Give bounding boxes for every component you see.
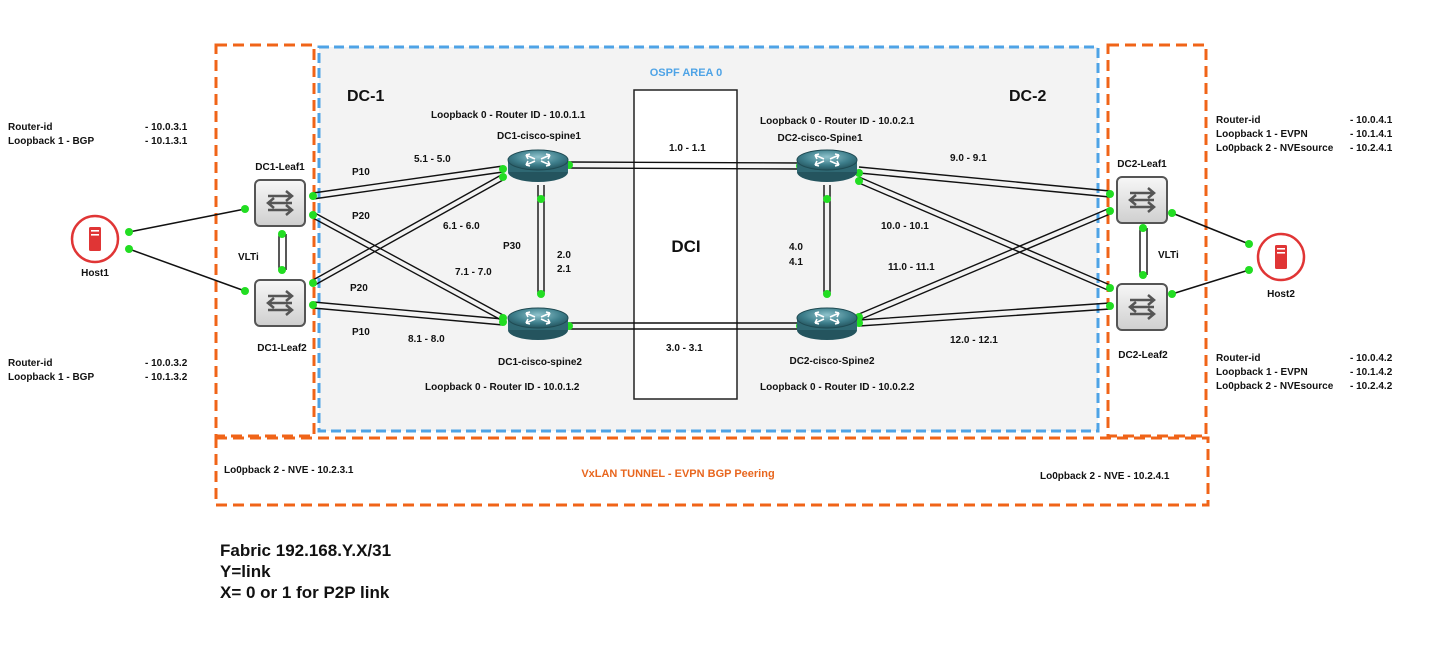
p10-top-label: P10 — [352, 167, 370, 178]
link-3-label: 3.0 - 3.1 — [666, 343, 703, 354]
svg-text:- 10.1.3.2: - 10.1.3.2 — [145, 372, 188, 383]
link-7-label: 7.1 - 7.0 — [455, 267, 492, 278]
dc1-nve-label: Lo0pback 2 - NVE - 10.2.3.1 — [224, 465, 354, 476]
link-5-label: 5.1 - 5.0 — [414, 154, 451, 165]
dc1-spine1-name: DC1-cisco-spine1 — [497, 131, 581, 142]
svg-text:Lo0pback 2 - NVEsource: Lo0pback 2 - NVEsource — [1216, 143, 1334, 154]
svg-text:Loopback 1 - EVPN: Loopback 1 - EVPN — [1216, 367, 1308, 378]
host1-server-icon[interactable] — [70, 214, 120, 264]
svg-text:- 10.2.4.2: - 10.2.4.2 — [1350, 381, 1393, 392]
ospf-area-label: OSPF AREA 0 — [650, 67, 723, 79]
vxlan-tunnel-region — [214, 436, 1210, 507]
link-labels: P10 P20 P20 P10 P30 VLTi VLTi 5.1 - 5.0 … — [238, 143, 1179, 354]
dc2-spine2-router-icon[interactable] — [796, 307, 858, 341]
dc1-label: DC-1 — [347, 88, 384, 105]
svg-text:- 10.0.3.1: - 10.0.3.1 — [145, 122, 188, 133]
svg-text:Loopback 1 - BGP: Loopback 1 - BGP — [8, 136, 94, 147]
link-4b-label: 4.1 — [789, 257, 803, 268]
dc2-spine1-loopback: Loopback 0 - Router ID - 10.0.2.1 — [760, 116, 915, 127]
dci-label: DCI — [671, 237, 700, 256]
dc1-leaf2-info: Router-id - 10.0.3.2 Loopback 1 - BGP - … — [8, 358, 188, 383]
dc2-spine1-name: DC2-cisco-Spine1 — [777, 133, 862, 144]
link-2b-label: 2.1 — [557, 264, 571, 275]
svg-text:- 10.1.4.1: - 10.1.4.1 — [1350, 129, 1393, 140]
dc2-leaf-region — [1106, 43, 1208, 438]
dc2-nve-label: Lo0pback 2 - NVE - 10.2.4.1 — [1040, 471, 1170, 482]
svg-text:Loopback 1 - BGP: Loopback 1 - BGP — [8, 372, 94, 383]
svg-text:- 10.0.4.2: - 10.0.4.2 — [1350, 353, 1393, 364]
svg-text:- 10.0.3.2: - 10.0.3.2 — [145, 358, 188, 369]
dc2-leaf1-name: DC2-Leaf1 — [1117, 159, 1167, 170]
vxlan-tunnel-label: VxLAN TUNNEL - EVPN BGP Peering — [581, 468, 774, 480]
dc1-spine1-router-icon[interactable] — [507, 149, 569, 183]
dc2-label: DC-2 — [1009, 88, 1046, 105]
svg-text:Router-id: Router-id — [8, 358, 52, 369]
svg-text:Router-id: Router-id — [8, 122, 52, 133]
dc1-leaf2-name: DC1-Leaf2 — [257, 343, 307, 354]
svg-text:Router-id: Router-id — [1216, 115, 1260, 126]
dc2-leaf2-switch-icon[interactable] — [1115, 282, 1169, 332]
dc2-spine1-router-icon[interactable] — [796, 149, 858, 183]
link-4a-label: 4.0 — [789, 242, 803, 253]
link-11-label: 11.0 - 11.1 — [888, 262, 935, 273]
dc1-leaf2-switch-icon[interactable] — [253, 278, 307, 328]
p20-top-label: P20 — [352, 211, 370, 222]
dc1-spine1-loopback: Loopback 0 - Router ID - 10.0.1.1 — [431, 110, 586, 121]
dc1-spine2-name: DC1-cisco-spine2 — [498, 357, 582, 368]
fabric-note-line1: Fabric 192.168.Y.X/31 — [220, 541, 392, 560]
dc1-leaf-region — [214, 43, 316, 438]
link-12-label: 12.0 - 12.1 — [950, 335, 998, 346]
dc2-spine2-name: DC2-cisco-Spine2 — [789, 356, 874, 367]
dc2-spine2-loopback: Loopback 0 - Router ID - 10.0.2.2 — [760, 382, 915, 393]
dc2-leaf1-info: Router-id - 10.0.4.1 Loopback 1 - EVPN -… — [1216, 115, 1393, 154]
svg-text:Loopback 1 - EVPN: Loopback 1 - EVPN — [1216, 129, 1308, 140]
dc1-leaf1-name: DC1-Leaf1 — [255, 162, 305, 173]
dc1-leaf1-switch-icon[interactable] — [253, 178, 307, 228]
fabric-links — [278, 161, 1148, 330]
svg-text:- 10.1.4.2: - 10.1.4.2 — [1350, 367, 1393, 378]
vlti-left-label: VLTi — [238, 252, 259, 263]
link-10-label: 10.0 - 10.1 — [881, 221, 929, 232]
host2-server-icon[interactable] — [1256, 232, 1306, 282]
link-6-label: 6.1 - 6.0 — [443, 221, 480, 232]
p30-label: P30 — [503, 241, 521, 252]
svg-text:- 10.1.3.1: - 10.1.3.1 — [145, 136, 188, 147]
dc1-spine2-loopback: Loopback 0 - Router ID - 10.0.1.2 — [425, 382, 580, 393]
p20-bottom-label: P20 — [350, 283, 368, 294]
p10-bottom-label: P10 — [352, 327, 370, 338]
dc2-leaf2-info: Router-id - 10.0.4.2 Loopback 1 - EVPN -… — [1216, 353, 1393, 392]
host2-name: Host2 — [1267, 289, 1295, 300]
fabric-note-line2: Y=link — [220, 562, 271, 581]
svg-text:- 10.0.4.1: - 10.0.4.1 — [1350, 115, 1393, 126]
dc1-spine2-router-icon[interactable] — [507, 307, 569, 341]
fabric-note: Fabric 192.168.Y.X/31 Y=link X= 0 or 1 f… — [220, 540, 391, 603]
svg-text:Lo0pback 2 - NVEsource: Lo0pback 2 - NVEsource — [1216, 381, 1334, 392]
link-8-label: 8.1 - 8.0 — [408, 334, 445, 345]
dc2-leaf1-switch-icon[interactable] — [1115, 175, 1169, 225]
svg-text:Router-id: Router-id — [1216, 353, 1260, 364]
dci-box — [633, 89, 738, 400]
dc1-leaf1-info: Router-id - 10.0.3.1 Loopback 1 - BGP - … — [8, 122, 188, 147]
link-2a-label: 2.0 — [557, 250, 571, 261]
host-links — [128, 208, 1250, 295]
vlti-right-label: VLTi — [1158, 250, 1179, 261]
host1-name: Host1 — [81, 268, 109, 279]
link-9-label: 9.0 - 9.1 — [950, 153, 987, 164]
link-1-label: 1.0 - 1.1 — [669, 143, 706, 154]
dc2-leaf2-name: DC2-Leaf2 — [1118, 350, 1168, 361]
svg-text:- 10.2.4.1: - 10.2.4.1 — [1350, 143, 1393, 154]
fabric-note-line3: X= 0 or 1 for P2P link — [220, 583, 390, 602]
